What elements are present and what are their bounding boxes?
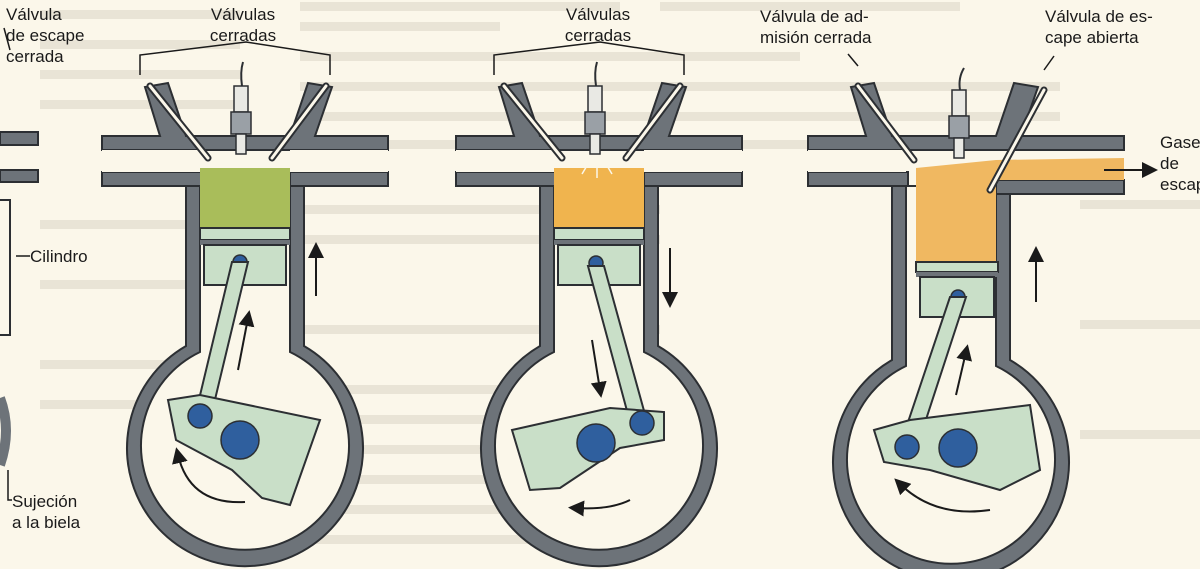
exhaust-closed-leader-line: [3, 27, 11, 51]
label-exhaust-valve-closed: Válvula de escape cerrada: [6, 5, 85, 66]
engine-power: [455, 61, 743, 568]
rotation-arrow-icon: [568, 499, 631, 517]
arrow-down-icon: [590, 339, 607, 398]
exhaust-open-leader: [1043, 55, 1055, 71]
spark-burst: [581, 163, 613, 178]
label-exhaust-gases: Gases de escape: [1160, 133, 1200, 194]
engine-compression: [101, 61, 389, 568]
intake-closed-leader: [847, 53, 859, 67]
valves-closed-leader-1: [139, 41, 331, 75]
rotation-arrow-icon: [894, 478, 991, 513]
engine-exhaust: [807, 67, 1158, 569]
spark-plug-icon: [584, 61, 606, 155]
label-rod-attachment: Sujeción a la biela: [12, 492, 81, 532]
label-valves-closed-1: Válvulas cerradas: [209, 5, 277, 45]
label-exhaust-valve-open: Válvula de es- cape abierta: [1045, 7, 1153, 47]
label-intake-valve-closed: Válvula de ad- misión cerrada: [760, 7, 872, 47]
compressed-mixture: [200, 168, 290, 228]
combustion-gas: [554, 168, 644, 228]
spark-plug-icon: [948, 67, 970, 159]
valves-closed-leader-2: [493, 41, 685, 75]
spark-plug-icon: [230, 61, 252, 155]
exhaust-gas: [916, 158, 1124, 262]
arrow-up-icon: [955, 344, 972, 396]
label-cylinder: Cilindro: [30, 247, 88, 266]
rotation-arrow-icon: [172, 447, 246, 504]
arrow-up-icon: [237, 310, 255, 371]
partial-engine-left: [0, 131, 39, 467]
label-valves-closed-2: Válvulas cerradas: [564, 5, 632, 45]
rod-attachment-leader-line: [7, 470, 12, 501]
